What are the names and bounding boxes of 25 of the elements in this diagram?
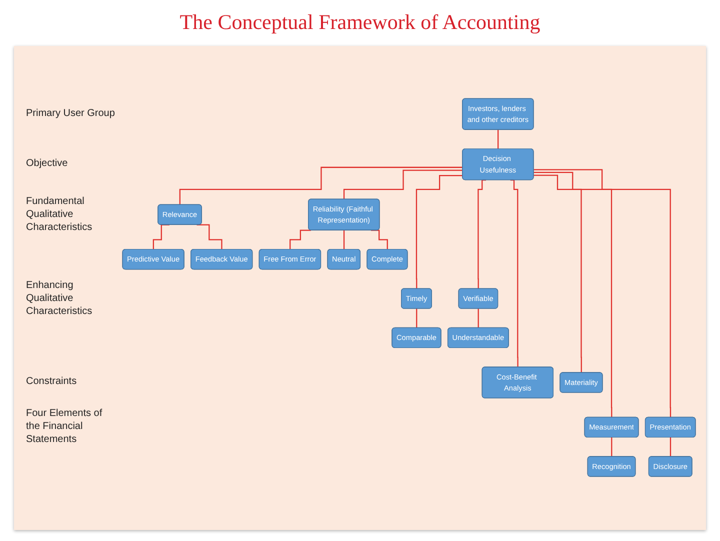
connector <box>478 179 486 289</box>
connector <box>343 229 345 250</box>
connector <box>179 166 463 205</box>
connector <box>478 308 480 328</box>
row-label: Fundamental Qualitative Characteristics <box>26 194 94 234</box>
row-label: Enhancing Qualitative Characteristics <box>26 278 94 318</box>
connector <box>370 229 388 250</box>
connector <box>611 436 612 457</box>
connector <box>498 128 499 150</box>
row-label: Objective <box>26 157 69 170</box>
connector <box>534 168 672 418</box>
connector <box>534 174 582 373</box>
connector <box>152 224 170 250</box>
connector <box>534 171 612 418</box>
connector <box>343 169 463 200</box>
row-label: Constraints <box>26 375 78 388</box>
connector <box>416 174 463 289</box>
connector <box>416 308 418 328</box>
connector <box>670 436 672 457</box>
connector <box>196 224 222 250</box>
row-label: Four Elements of the Financial Statements <box>26 407 104 446</box>
connector <box>290 229 311 250</box>
diagram-title: The Conceptual Framework of Accounting <box>178 10 542 35</box>
row-label: Primary User Group <box>26 107 116 120</box>
connector <box>510 179 518 368</box>
